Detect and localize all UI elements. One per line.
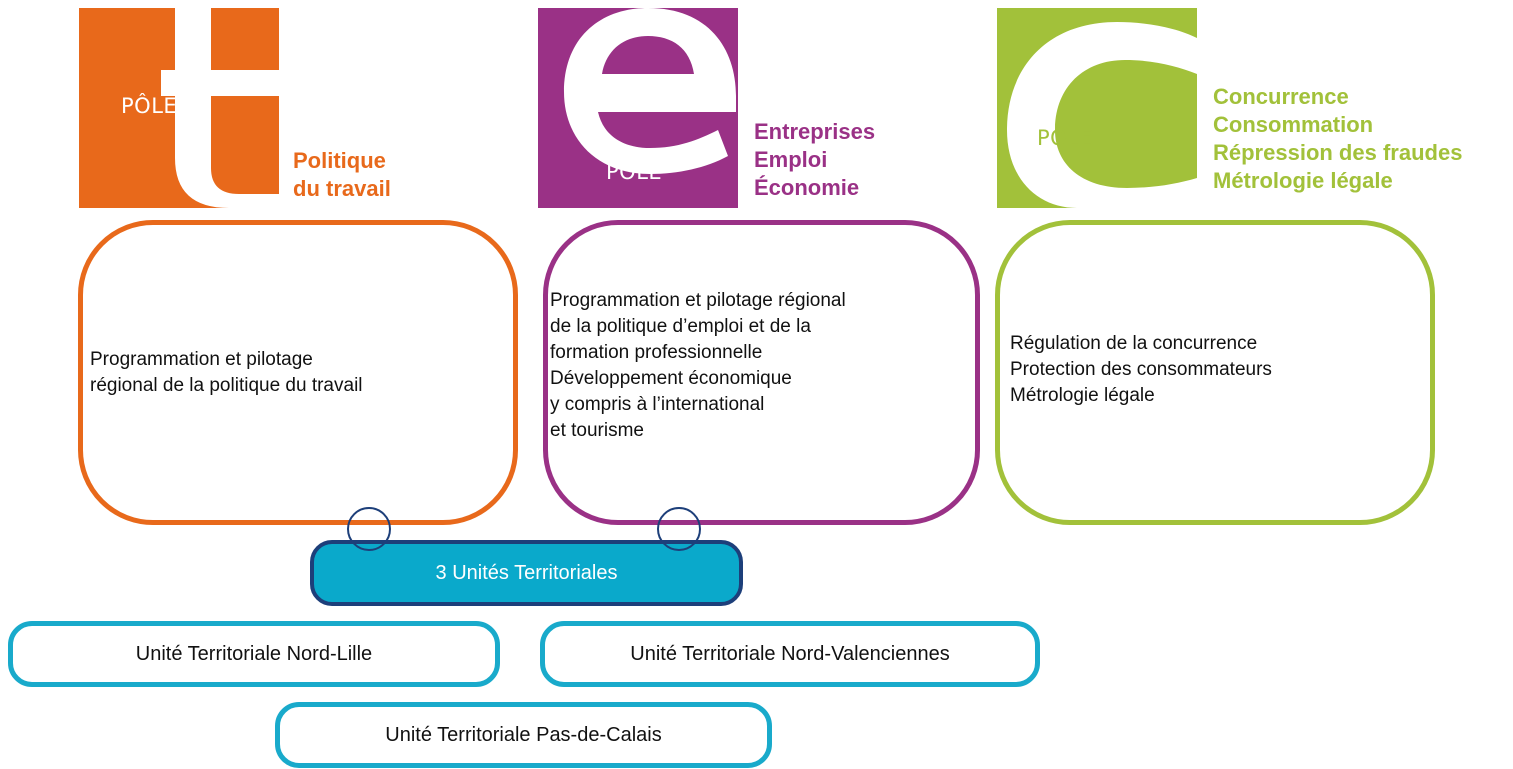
connector-circle-entreprises: [657, 507, 701, 551]
title-line: Économie: [754, 175, 860, 200]
unit-label: Unité Territoriale Pas-de-Calais: [385, 723, 662, 746]
pole-travail-badge: PÔLE: [121, 94, 178, 118]
description-line: Régulation de la concurrence: [1010, 333, 1258, 354]
pole-entreprises-title: Entreprises Emploi Économie: [754, 118, 875, 202]
pole-concurrence-title: Concurrence Consommation Répression des …: [1213, 83, 1462, 195]
unit-nord-lille: Unité Territoriale Nord-Lille: [8, 621, 500, 687]
title-line: Concurrence: [1213, 84, 1349, 109]
title-line: Emploi: [754, 147, 828, 172]
pole-concurrence-logo: PÔLE: [997, 8, 1197, 208]
title-line: Répression des fraudes: [1213, 140, 1463, 165]
unit-pas-de-calais: Unité Territoriale Pas-de-Calais: [275, 702, 772, 768]
description-line: de la politique d’emploi et de la: [550, 316, 811, 337]
description-line: régional de la politique du travail: [90, 375, 363, 396]
pole-concurrence-description: Régulation de la concurrence Protection …: [1010, 331, 1272, 409]
unites-territoriales-label: 3 Unités Territoriales: [435, 561, 618, 584]
pole-entreprises-badge: PÔLE: [606, 160, 663, 184]
unit-label: Unité Territoriale Nord-Valenciennes: [630, 642, 950, 665]
pole-travail-box: [78, 220, 518, 525]
pole-travail-logo: PÔLE: [79, 8, 279, 208]
description-line: Programmation et pilotage: [90, 349, 313, 370]
pole-concurrence-box: [995, 220, 1435, 525]
description-line: Protection des consommateurs: [1010, 359, 1272, 380]
title-line: du travail: [293, 176, 391, 201]
pole-entreprises-description: Programmation et pilotage régional de la…: [550, 288, 846, 444]
unites-territoriales-main: 3 Unités Territoriales: [310, 540, 743, 606]
letter-c-icon: [1007, 22, 1197, 208]
title-line: Politique: [293, 148, 386, 173]
pole-travail-description: Programmation et pilotage régional de la…: [90, 347, 363, 399]
unit-label: Unité Territoriale Nord-Lille: [135, 642, 373, 665]
description-line: Développement économique: [550, 368, 792, 389]
description-line: Métrologie légale: [1010, 385, 1155, 406]
pole-entreprises-logo: PÔLE: [538, 8, 738, 208]
description-line: formation professionnelle: [550, 342, 763, 363]
letter-e-icon: [564, 8, 736, 174]
pole-travail-title: Politique du travail: [293, 147, 391, 203]
pole-entreprises-box: [543, 220, 980, 525]
connector-circle-travail: [347, 507, 391, 551]
pole-concurrence-badge: PÔLE: [1037, 126, 1094, 150]
description-line: Programmation et pilotage régional: [550, 290, 846, 311]
description-line: y compris à l’international: [550, 394, 765, 415]
letter-t-icon: [161, 8, 279, 208]
unit-nord-valenciennes: Unité Territoriale Nord-Valenciennes: [540, 621, 1040, 687]
title-line: Consommation: [1213, 112, 1374, 137]
description-line: et tourisme: [550, 420, 644, 441]
title-line: Entreprises: [754, 119, 876, 144]
title-line: Métrologie légale: [1213, 168, 1393, 193]
